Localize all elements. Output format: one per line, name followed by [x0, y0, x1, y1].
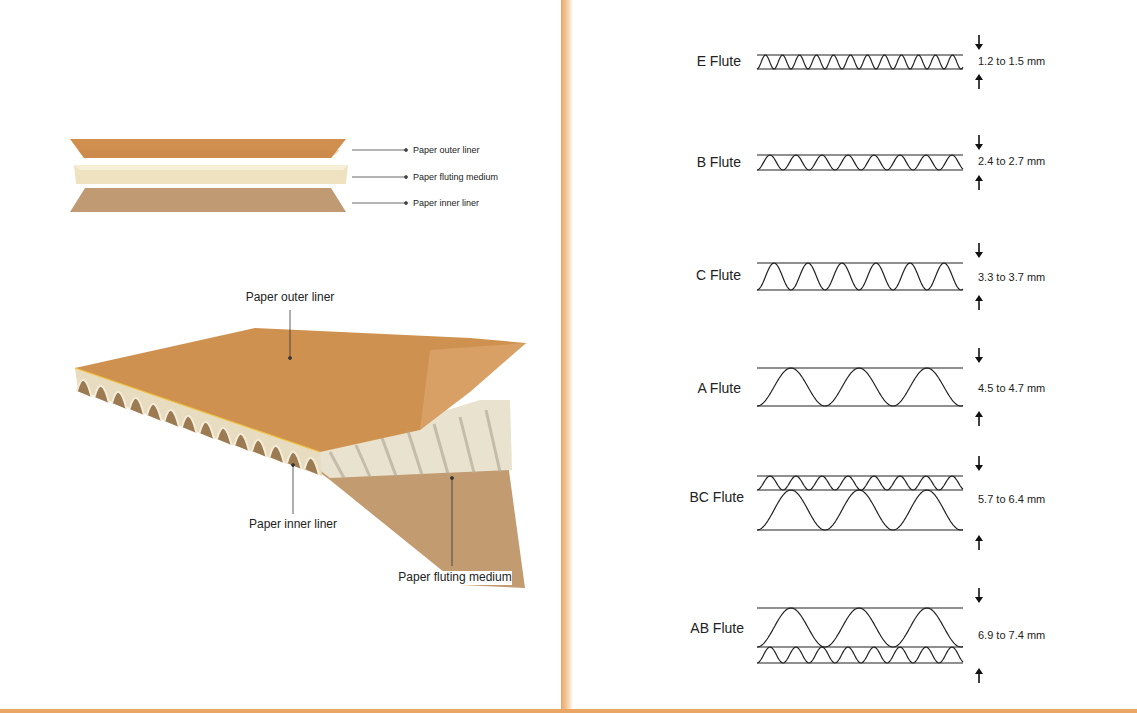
dimension-arrowhead	[975, 175, 983, 181]
dimension-arrowhead	[975, 465, 983, 471]
corrugated-board	[75, 328, 526, 588]
flute-name: E Flute	[697, 53, 741, 69]
flute-arch	[270, 446, 285, 463]
dimension-arrow	[978, 588, 980, 598]
flute-arch	[130, 398, 145, 415]
part-label: Paper inner liner	[249, 518, 337, 532]
liner-line	[757, 662, 963, 663]
flute-ridge	[408, 431, 422, 475]
flute-wave	[757, 490, 963, 530]
dimension-arrowhead	[975, 411, 983, 417]
flute-wave	[757, 608, 963, 647]
divider-strip	[561, 0, 573, 713]
flute-wave	[757, 647, 963, 663]
liner-line	[757, 646, 963, 647]
part-label: Paper inner liner	[413, 198, 479, 208]
liner-line	[757, 54, 963, 55]
flute-name: C Flute	[696, 267, 741, 283]
dimension-arrowhead	[975, 44, 983, 50]
liner-line	[757, 475, 963, 476]
flute-ridge	[356, 445, 370, 477]
part-label: Paper fluting medium	[398, 571, 511, 585]
flute-profiles	[757, 35, 983, 683]
outer-liner-sheet	[75, 328, 526, 452]
flute-ridge	[486, 410, 500, 472]
part-label: Paper outer liner	[413, 145, 480, 155]
flute-ridge	[460, 417, 474, 473]
flute-arch	[112, 392, 127, 409]
dimension-arrowhead	[975, 295, 983, 301]
dimension-arrow	[978, 540, 980, 550]
dimension-arrow	[978, 35, 980, 45]
liner-line	[757, 405, 963, 406]
flute-ridge	[382, 438, 396, 476]
liner-line	[757, 529, 963, 530]
flute-name: B Flute	[697, 154, 741, 170]
flute-name: A Flute	[697, 380, 741, 396]
dimension-arrow	[978, 673, 980, 683]
flute-ridge	[434, 424, 448, 474]
flute-wave	[757, 476, 963, 490]
leader-lines	[352, 149, 408, 205]
liner-line	[757, 289, 963, 290]
dimension-label: 6.9 to 7.4 mm	[978, 629, 1045, 642]
dimension-arrowhead	[975, 535, 983, 541]
dimension-arrow	[978, 135, 980, 145]
dimension-arrowhead	[975, 357, 983, 363]
exploded-layers	[70, 139, 348, 212]
flute-arch	[147, 404, 162, 421]
dimension-arrowhead	[975, 252, 983, 258]
dimension-label: 5.7 to 6.4 mm	[978, 493, 1045, 506]
liner-line	[757, 489, 963, 490]
dimension-arrow	[978, 180, 980, 190]
dimension-label: 2.4 to 2.7 mm	[978, 155, 1045, 168]
dimension-arrowhead	[975, 74, 983, 80]
flute-arch	[217, 428, 232, 445]
flute-wave	[757, 155, 963, 170]
dimension-label: 1.2 to 1.5 mm	[978, 55, 1045, 68]
flute-arch	[252, 440, 267, 457]
outer-liner-peel	[420, 343, 526, 430]
flute-arch	[235, 434, 250, 451]
dimension-arrow	[978, 416, 980, 426]
flute-wave	[757, 55, 963, 69]
dimension-arrowhead	[975, 144, 983, 150]
dimension-arrow	[978, 300, 980, 310]
flute-arch	[200, 422, 215, 439]
dimension-label: 3.3 to 3.7 mm	[978, 271, 1045, 284]
flute-arch	[165, 410, 180, 427]
dimension-arrow	[978, 348, 980, 358]
flute-ridge	[330, 452, 344, 478]
flute-wave	[757, 263, 963, 290]
dimension-label: 4.5 to 4.7 mm	[978, 382, 1045, 395]
flute-name: BC Flute	[690, 489, 744, 505]
liner-line	[757, 262, 963, 263]
flute-arch	[95, 386, 110, 403]
liner-line	[757, 607, 963, 608]
part-label: Paper fluting medium	[413, 172, 498, 182]
flute-arch	[77, 380, 92, 397]
part-label: Paper outer liner	[246, 291, 335, 305]
dimension-arrow	[978, 79, 980, 89]
dimension-arrow	[978, 456, 980, 466]
liner-line	[757, 68, 963, 69]
flute-arch	[287, 452, 302, 469]
flute-arch	[182, 416, 197, 433]
bottom-bar	[0, 709, 1137, 713]
dimension-arrowhead	[975, 668, 983, 674]
liner-line	[757, 169, 963, 170]
flute-wave	[757, 368, 963, 406]
flute-arch	[305, 458, 320, 475]
liner-line	[757, 367, 963, 368]
flute-name: AB Flute	[690, 620, 744, 636]
dimension-arrow	[978, 243, 980, 253]
liner-line	[757, 154, 963, 155]
dimension-arrowhead	[975, 597, 983, 603]
